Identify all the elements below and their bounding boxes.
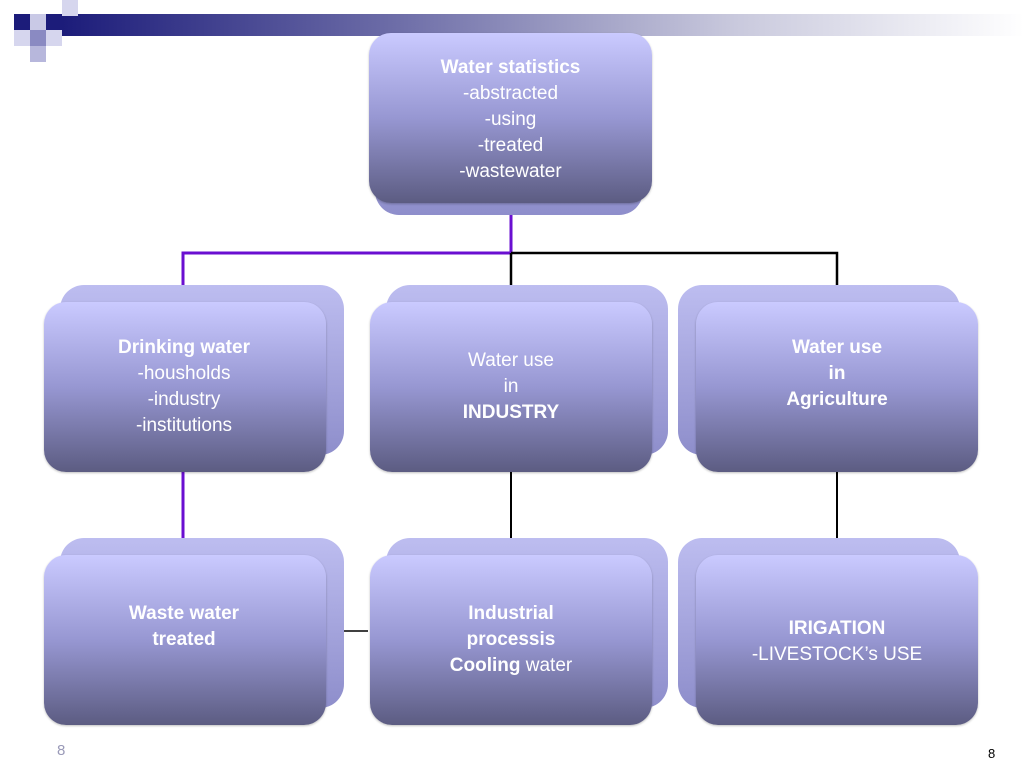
node-line-rest: water [520, 655, 573, 676]
header-gradient-bar [62, 14, 1024, 36]
node-item: -wastewater [459, 161, 562, 182]
node-line: processis [466, 629, 556, 650]
node-line: Cooling water [370, 653, 652, 679]
connector-top-to-agriculture [511, 251, 839, 288]
node-line: Industrial [468, 603, 554, 624]
node-text: Drinking water -housholds -industry -ins… [44, 335, 324, 439]
node-text: Water use in INDUSTRY [370, 348, 652, 426]
slide-number-right: 8 [988, 746, 996, 761]
node-line-bold: Cooling [449, 655, 521, 676]
slide-number-left: 8 [57, 742, 66, 759]
node-line: Waste water [128, 603, 240, 624]
node-line: in [828, 363, 846, 384]
decor-square [46, 14, 62, 30]
node-line: treated [152, 629, 216, 650]
node-title: Drinking water [118, 337, 250, 358]
node-text: Water use in Agriculture [696, 335, 978, 413]
decor-square [62, 0, 78, 16]
node-face [696, 555, 978, 725]
node-item: -treated [477, 135, 544, 156]
node-face [44, 302, 326, 472]
node-water-use-industry: Water use in INDUSTRY [370, 285, 670, 473]
node-face [44, 555, 326, 725]
node-line: Water use [791, 337, 883, 358]
node-water-use-agriculture: Water use in Agriculture [678, 285, 978, 473]
node-line: Agriculture [786, 389, 888, 410]
node-text: Industrial processis Cooling water [370, 601, 652, 679]
decor-square [46, 30, 62, 46]
node-line: -LIVESTOCK’s USE [751, 644, 923, 665]
decor-square [14, 14, 30, 30]
node-item: -abstracted [462, 83, 559, 104]
node-line: in [503, 376, 519, 397]
decor-square [14, 30, 30, 46]
node-text: Water statistics -abstracted -using -tre… [369, 55, 652, 185]
node-industrial-processis: Industrial processis Cooling water [370, 538, 670, 726]
node-face [696, 302, 978, 472]
node-face [370, 302, 652, 472]
decor-square [30, 30, 46, 46]
node-item: -institutions [135, 415, 233, 436]
node-line: Water use [468, 350, 554, 371]
node-line: INDUSTRY [462, 402, 560, 423]
node-face [369, 33, 652, 203]
connector-top-to-drinking [181, 212, 513, 288]
header-decoration [0, 0, 1024, 62]
node-water-statistics: Water statistics -abstracted -using -tre… [369, 33, 652, 217]
node-text: Waste water treated [44, 601, 324, 653]
node-item: -housholds [137, 363, 231, 384]
decor-square [30, 14, 46, 30]
decor-square [30, 46, 46, 62]
node-item: -using [484, 109, 537, 130]
node-face [370, 555, 652, 725]
node-line: IRIGATION [788, 618, 886, 639]
node-text: IRIGATION -LIVESTOCK’s USE [696, 616, 978, 668]
node-title: Water statistics [440, 57, 581, 78]
node-irigation: IRIGATION -LIVESTOCK’s USE [678, 538, 978, 726]
node-item: -industry [147, 389, 221, 410]
node-waste-water-treated: Waste water treated [44, 538, 344, 726]
node-drinking-water: Drinking water -housholds -industry -ins… [44, 285, 344, 473]
